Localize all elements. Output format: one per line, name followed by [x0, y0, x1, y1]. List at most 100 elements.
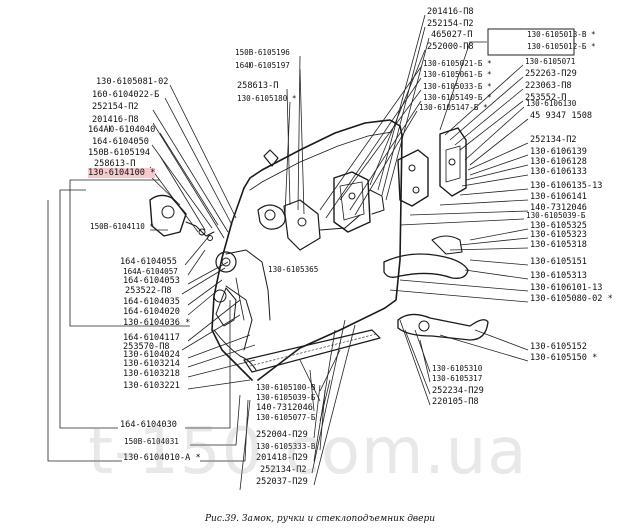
part-label: 130-6105071 [525, 57, 575, 67]
part-number: 130-6105012-Б [527, 42, 587, 51]
part-label: 130-6104100 * [88, 168, 156, 178]
part-label: 130-6105077-Б [256, 413, 315, 423]
part-label: 130-6105080-02 * [530, 294, 613, 304]
part-number: 130-6104024 [123, 350, 180, 360]
part-number: 130-6105080-02 [530, 294, 603, 304]
part-label: 220105-П8 [432, 397, 479, 407]
part-number: 140-7312046 [530, 203, 587, 213]
part-label: 130-6105039-Б [526, 211, 585, 221]
part-number: 130-6104010-А [123, 453, 191, 463]
part-number: 252134-П2 [530, 135, 577, 145]
part-number: 130-6103221 [123, 381, 180, 391]
figure-caption: Рис.39. Замок, ручки и стеклоподъемник д… [204, 514, 436, 524]
part-mark: * [482, 59, 492, 68]
part-mark: * [482, 82, 492, 91]
part-mark: * [586, 353, 598, 363]
part-label: 130-6105150 * [530, 353, 597, 363]
part-number: 150В-6105194 [88, 148, 151, 158]
part-mark: * [586, 42, 596, 51]
part-label: 160-6104022-Б [92, 90, 159, 100]
part-label: 130-6105039-Б [256, 393, 315, 403]
part-number: 45 9347 1508 [530, 111, 593, 121]
part-number: 252000-П8 [427, 42, 474, 52]
part-number: 258613-П [94, 159, 136, 169]
part-number: 201416-П8 [427, 7, 474, 17]
part-label: 201418-П29 [256, 453, 308, 463]
part-number: 130-6105333-В [256, 442, 316, 451]
part-number: 130-6105071 [525, 57, 576, 66]
part-label: 130-6106135-13 [530, 181, 602, 191]
part-number: 465027-П [431, 30, 473, 40]
part-label: 150В-6105194 [88, 148, 150, 158]
part-number: 130-6105180 [237, 94, 288, 103]
part-number: 150В-6105196 [235, 48, 290, 57]
part-number: 252154-П2 [92, 102, 139, 112]
part-number: 201418-П29 [256, 453, 308, 463]
part-number: 130-6106139 [530, 147, 587, 157]
part-label: 130-6105013-В * [527, 30, 596, 40]
part-label: 252134-П2 [530, 135, 577, 145]
part-label: 130-6105318 [530, 240, 587, 250]
part-number: 164-6104035 [123, 297, 180, 307]
part-number: 164-6104020 [123, 307, 180, 317]
part-number: 164-6104117 [123, 333, 180, 343]
part-number: 258613-П [237, 81, 279, 91]
part-label: 164-6104055 [120, 257, 177, 267]
part-number: 130-6105077-Б [256, 413, 316, 422]
part-label: 164АЮ-6104040 [88, 125, 155, 135]
part-number: 164Ю-6105197 [235, 61, 290, 70]
part-label: 150В-6104110 * [90, 222, 154, 232]
part-number: 130-6105039-Б [526, 211, 586, 220]
part-number: 164-6104030 [120, 420, 177, 430]
part-label: 130-6106139 [530, 147, 587, 157]
part-label: 164А-6104057 [123, 267, 178, 277]
part-number: 130-6105021-Б [423, 59, 483, 68]
part-label: 130-6105323 [530, 230, 587, 240]
part-number: 130-6105081-02 [96, 77, 169, 87]
part-number: 140-7312046 [256, 403, 313, 413]
part-label: 130-6105313 [530, 271, 587, 281]
part-label: 164-6104053 [123, 276, 180, 286]
part-number: 130-6106101-13 [530, 283, 603, 293]
part-number: 164-6104050 [92, 137, 149, 147]
door-mechanism-drawing [149, 119, 489, 381]
part-label: 130-6104024 [123, 350, 180, 360]
part-mark: * [478, 103, 488, 112]
part-number: 130-6105013-В [527, 30, 587, 39]
part-number: 130-6103214 [123, 359, 180, 369]
part-mark: * [482, 93, 492, 102]
part-number: 164-6104053 [123, 276, 180, 286]
part-label: 130-6105033-Б * [423, 82, 492, 92]
part-number: 130-6105323 [530, 230, 587, 240]
part-label: 164-6104030 [120, 420, 177, 430]
part-mark: * [287, 94, 297, 103]
part-number: 130-6106128 [530, 157, 587, 167]
part-number: 252134-П2 [260, 465, 307, 475]
part-label: 130-6105325 [530, 221, 587, 231]
part-number: 130-6105151 [530, 257, 587, 267]
part-label: 252154-П2 [92, 102, 139, 112]
part-label: 253552-П [525, 93, 566, 103]
part-mark: * [190, 453, 201, 463]
part-label: 130-6106130 [526, 99, 576, 109]
part-label: 130-6105021-Б * [423, 59, 492, 69]
part-label: 130-6103218 [123, 369, 180, 379]
part-label: 252000-П8 [427, 42, 474, 52]
part-number: 252154-П2 [427, 19, 474, 29]
part-label: 253522-П8 [125, 286, 172, 296]
part-mark: * [144, 222, 155, 231]
part-number: 130-6105147-Б [419, 103, 479, 112]
part-label: 140-7312046 [256, 403, 313, 413]
part-label: 130-6105333-В [256, 442, 315, 452]
part-number: 130-6106130 [526, 99, 577, 108]
part-number: 253522-П8 [125, 286, 172, 296]
part-number: 252004-П29 [256, 430, 308, 440]
part-number: 252234-П29 [432, 386, 484, 396]
part-number: 130-6105033-Б [423, 82, 483, 91]
part-number: 130-6105325 [530, 221, 587, 231]
part-number: 223063-П8 [525, 81, 572, 91]
part-label: 130-6104010-А * [123, 453, 201, 463]
part-number: 130-6105365 [268, 265, 319, 274]
part-number: 150В-6104031 [124, 437, 179, 446]
part-label: 252037-П29 [256, 477, 308, 487]
